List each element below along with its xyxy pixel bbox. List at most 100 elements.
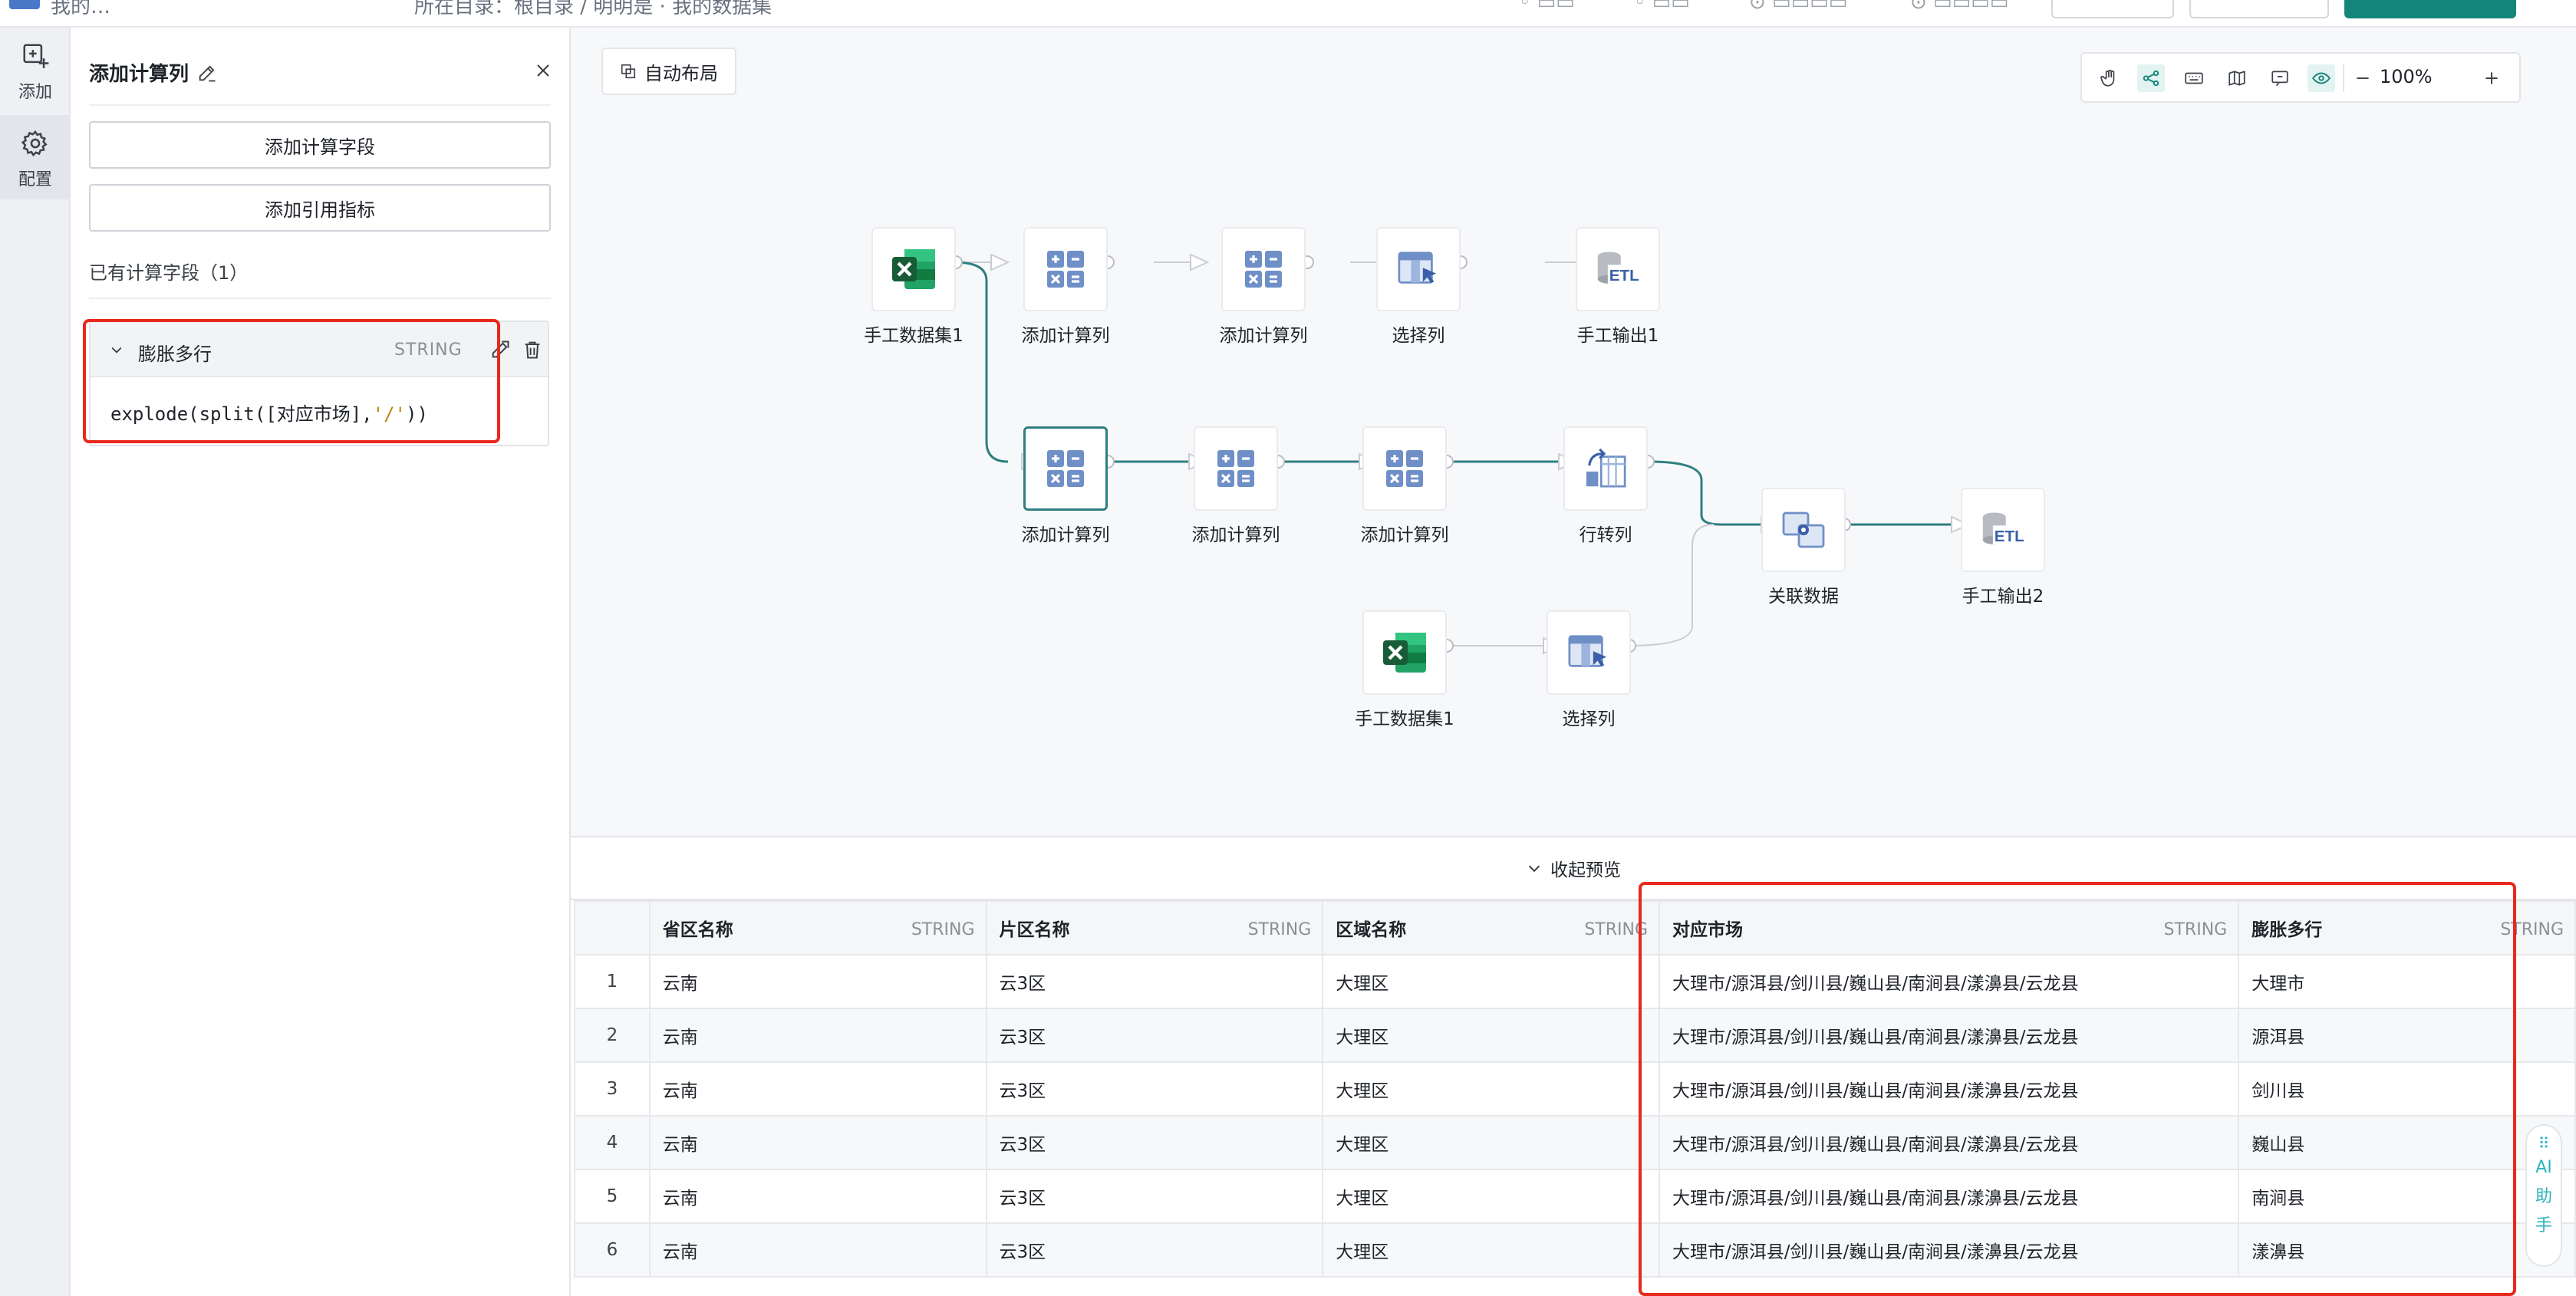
flow-canvas[interactable]: 自动布局 100% [571, 28, 2576, 836]
ai-label: 助 [2535, 1187, 2552, 1206]
table-cell: 云3区 [985, 1008, 1324, 1063]
node-add-calc-column[interactable]: 添加计算列 [1192, 426, 1280, 545]
keyboard-icon [2185, 72, 2203, 84]
expr-string: '/' [372, 403, 406, 425]
node-add-calc-column[interactable]: 添加计算列 [1361, 426, 1449, 545]
node-box [1194, 426, 1278, 511]
node-label: 手工输出1 [1576, 326, 1659, 346]
keyboard-button[interactable] [2180, 64, 2208, 92]
ai-assistant-button[interactable]: ⠿ AI 助 手 [2525, 1124, 2562, 1267]
table-cell: 云3区 [985, 1222, 1324, 1278]
toolbar-icon-3[interactable]: ⊙ ▭▭▭▭ [1749, 0, 1848, 14]
table-cell: 源洱县 [2238, 1008, 2576, 1063]
table-cell: 大理市/源洱县/剑川县/巍山县/南涧县/漾濞县/云龙县 [1658, 1115, 2240, 1170]
edge [1649, 460, 1761, 526]
breadcrumb[interactable]: 我的… [51, 0, 111, 18]
table-cell: 大理市 [2238, 954, 2576, 1009]
toolbar-icon-1[interactable]: ◦ ▭▭ [1519, 0, 1575, 14]
etl-output-icon: ETL [1982, 512, 2024, 545]
panel-title-text: 添加计算列 [89, 63, 189, 86]
column-type: STRING [1247, 920, 1312, 939]
collapse-preview-button[interactable]: 收起预览 [571, 837, 2576, 900]
table-cell: 大理市/源洱县/剑川县/巍山县/南涧县/漾濞县/云龙县 [1658, 1169, 2240, 1224]
select-columns-icon [1568, 635, 1607, 667]
node-add-calc-column-selected[interactable]: 添加计算列 [1022, 426, 1110, 545]
zoom-in-button[interactable] [2478, 64, 2505, 92]
node-select-columns[interactable]: 选择列 [1376, 227, 1461, 346]
auto-layout-button[interactable]: 自动布局 [601, 48, 736, 95]
hand-tool-button[interactable] [2096, 64, 2123, 92]
save-button[interactable] [2344, 0, 2516, 18]
rail-config[interactable]: 配置 [0, 115, 71, 199]
top-button-1[interactable] [2051, 0, 2174, 18]
comment-button[interactable] [2266, 64, 2294, 92]
share-icon [2143, 70, 2159, 87]
node-add-calc-column[interactable]: 添加计算列 [1022, 227, 1110, 346]
minimap-button[interactable] [2223, 64, 2251, 92]
directory-path: 所在目录：根目录 / 明明是 · 我的数据集 [414, 0, 772, 18]
node-add-calc-column[interactable]: 添加计算列 [1220, 227, 1308, 346]
connect-tool-button[interactable] [2137, 64, 2165, 92]
rail-add[interactable]: 添加 [0, 28, 71, 112]
calculator-icon [1047, 450, 1084, 487]
node-join-data[interactable]: 关联数据 [1761, 488, 1846, 607]
table-cell: 云南 [648, 1169, 987, 1224]
zoom-out-button[interactable] [2349, 64, 2377, 92]
app-logo [9, 0, 40, 9]
calculator-icon [1245, 251, 1282, 288]
node-label: 添加计算列 [1360, 525, 1449, 545]
toolbar-icon-2[interactable]: ◦ ▭▭ [1634, 0, 1690, 14]
trash-icon[interactable] [522, 339, 543, 360]
highlight-box [83, 319, 500, 443]
highlight-box [1639, 882, 2516, 1296]
auto-layout-label: 自动布局 [644, 62, 718, 84]
node-box [1563, 426, 1648, 511]
node-label: 行转列 [1579, 525, 1632, 545]
node-select-columns[interactable]: 选择列 [1547, 610, 1631, 729]
chevron-down-icon[interactable] [109, 342, 124, 357]
node-label: 手工数据集1 [1355, 709, 1454, 729]
node-label: 手工输出2 [1962, 587, 2044, 607]
node-manual-output-2[interactable]: ETL 手工输出2 [1961, 488, 2045, 607]
node-row-to-column[interactable]: 行转列 [1563, 426, 1648, 545]
left-rail: 添加 配置 [0, 28, 71, 1296]
add-ref-metric-button[interactable]: 添加引用指标 [89, 184, 551, 232]
calc-field-header[interactable]: 膨胀多行 STRING [91, 322, 548, 377]
toolbar-icon-4[interactable]: ⊙ ▭▭▭▭ [1910, 0, 2009, 14]
calculator-icon [1217, 450, 1254, 487]
node-box: ETL [1576, 227, 1660, 311]
add-calc-field-button[interactable]: 添加计算字段 [89, 121, 551, 169]
table-cell: 剑川县 [2238, 1061, 2576, 1117]
eye-icon [2311, 72, 2331, 84]
calculator-icon [1047, 251, 1084, 288]
preview-toggle-button[interactable] [2308, 64, 2335, 92]
edit-title-icon[interactable] [196, 62, 218, 84]
node-manual-dataset-1-b[interactable]: 手工数据集1 [1355, 610, 1454, 729]
calc-field-card: 膨胀多行 STRING explode(split([对应市场],'/')) [89, 321, 549, 446]
node-manual-output-1[interactable]: ETL 手工输出1 [1576, 227, 1660, 346]
toolbar-divider [2343, 64, 2344, 92]
table-cell: 云3区 [985, 954, 1324, 1009]
table-cell: 云南 [648, 1222, 987, 1278]
close-icon[interactable] [532, 60, 554, 81]
node-box [1362, 426, 1447, 511]
top-button-2[interactable] [2189, 0, 2329, 18]
collapse-label: 收起预览 [1550, 860, 1621, 880]
edit-icon[interactable] [489, 339, 511, 360]
node-manual-dataset-1[interactable]: 手工数据集1 [864, 227, 964, 346]
dots-icon: ⠿ [2538, 1134, 2550, 1153]
node-box [1023, 227, 1108, 311]
